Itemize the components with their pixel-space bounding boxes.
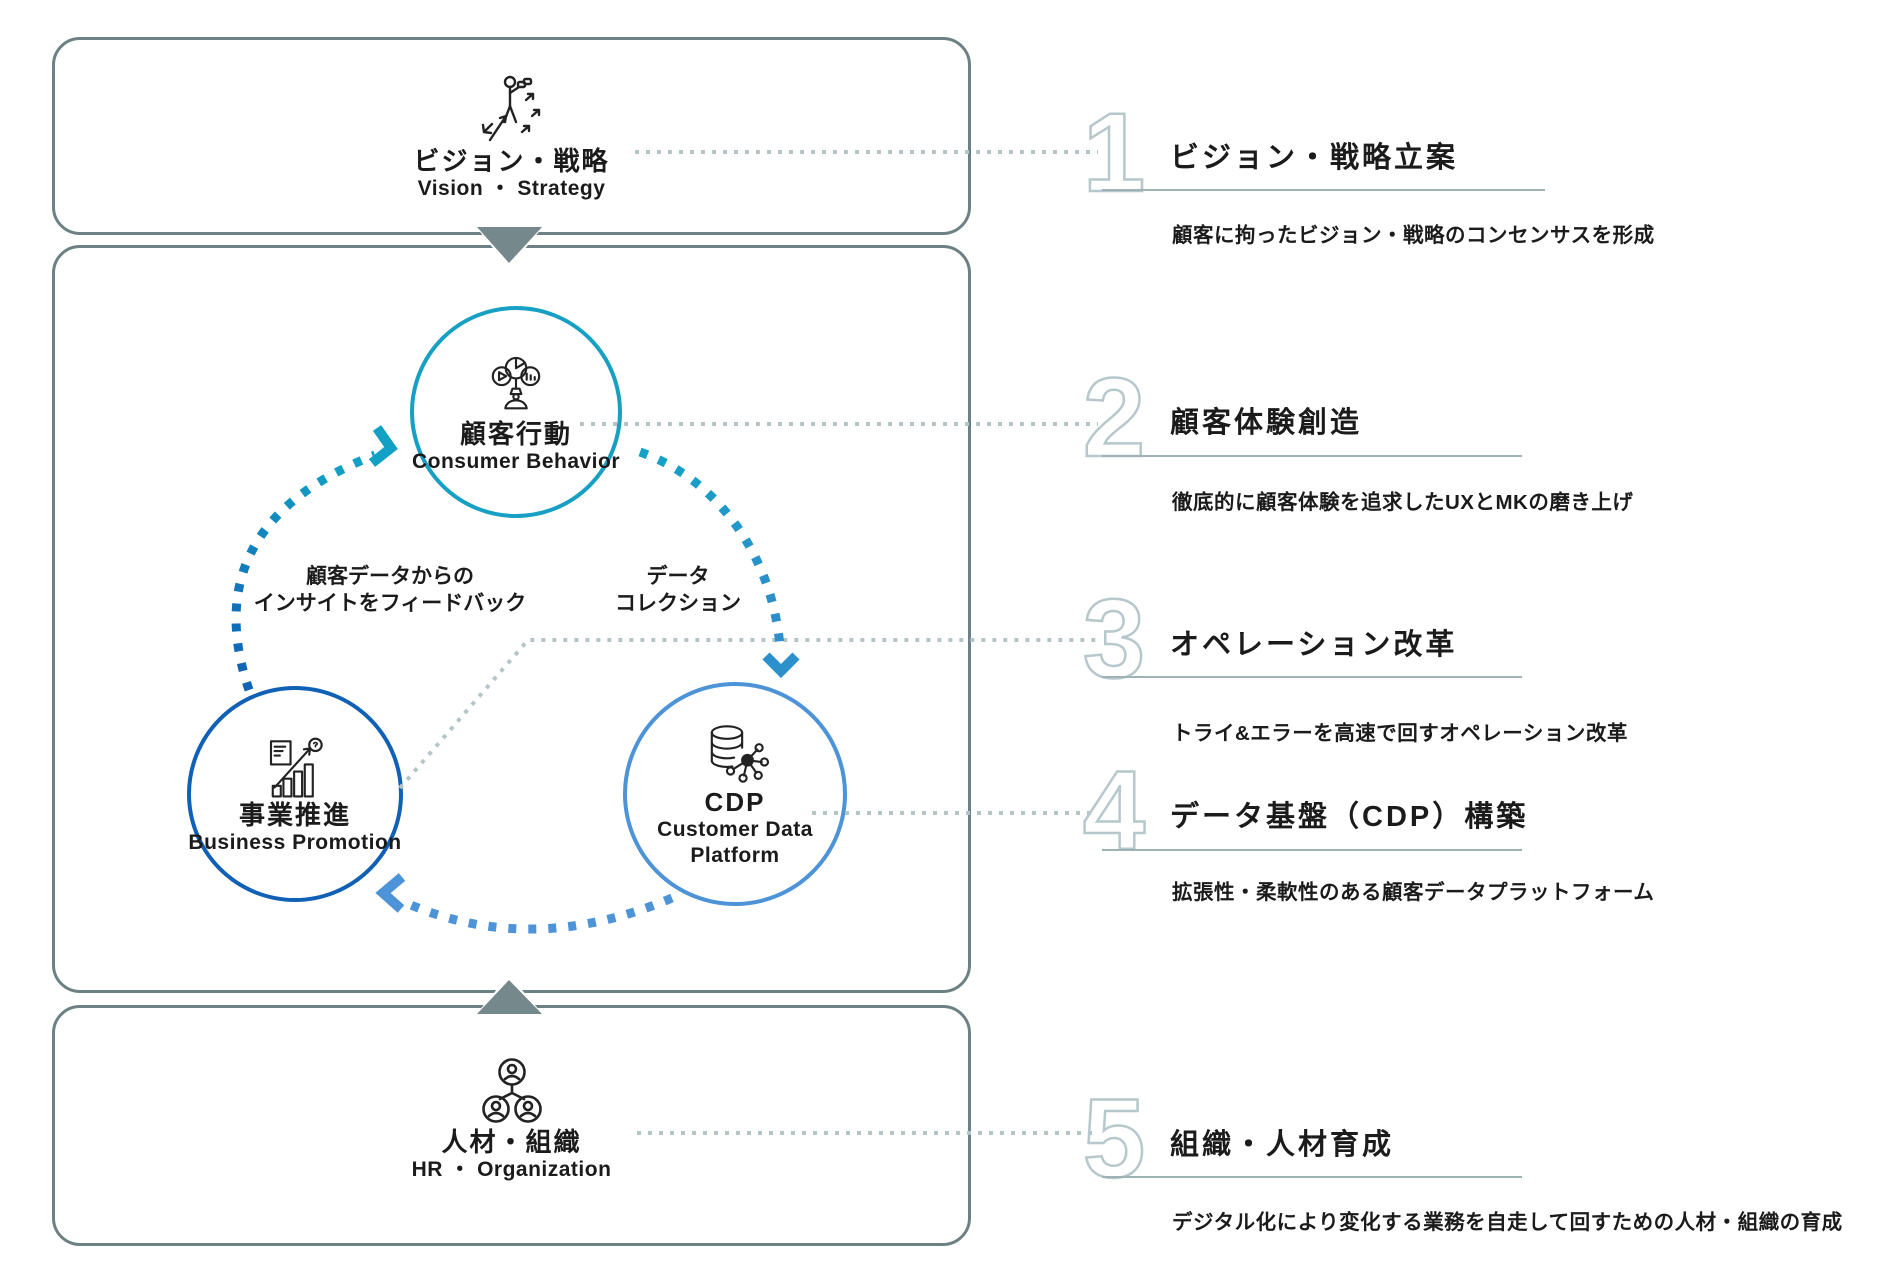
database-network-icon (700, 721, 770, 787)
business-promotion-label-en: Business Promotion (188, 831, 402, 854)
growth-chart-document-icon (260, 736, 330, 800)
step-5-description: デジタル化により変化する業務を自走して回すための人材・組織の育成 (1172, 1211, 1843, 1234)
step-3-number: 3 (1082, 576, 1147, 701)
cdp-label-line3: Platform (690, 844, 780, 867)
step-4-number: 4 (1082, 748, 1147, 873)
consumer-behavior-circle: 顧客行動 Consumer Behavior (410, 306, 622, 518)
step-1-description: 顧客に拘ったビジョン・戦略のコンセンサスを形成 (1172, 224, 1655, 247)
vision-strategy-label-en: Vision ・ Strategy (417, 177, 606, 200)
step-3-underline (1102, 676, 1522, 678)
step-5-underline (1102, 1176, 1522, 1178)
step-4-description: 拡張性・柔軟性のある顧客データプラットフォーム (1172, 881, 1655, 904)
vision-strategy-content: ビジョン・戦略 Vision ・ Strategy (52, 40, 971, 232)
business-promotion-label-jp: 事業推進 (238, 800, 351, 830)
feedback-arc-label: 顧客データからの インサイトをフィードバック (253, 565, 527, 615)
hr-organization-label-en: HR ・ Organization (411, 1158, 612, 1181)
vision-strategy-box (52, 37, 971, 235)
business-promotion-circle: 事業推進 Business Promotion (187, 686, 403, 902)
vision-strategy-label-jp: ビジョン・戦略 (413, 146, 610, 176)
step-1-title: ビジョン・戦略立案 (1170, 142, 1459, 174)
step-3-description: トライ&エラーを高速で回すオペレーション改革 (1172, 722, 1628, 745)
step-2-title: 顧客体験創造 (1170, 407, 1363, 439)
hr-organization-content: 人材・組織 HR ・ Organization (52, 1015, 971, 1225)
step-2-number: 2 (1082, 355, 1147, 480)
consumer-behavior-label-jp: 顧客行動 (459, 419, 572, 449)
step-5-number: 5 (1082, 1076, 1147, 1201)
step-2-underline (1102, 455, 1522, 457)
person-with-binoculars-on-rising-arrow-icon (476, 70, 548, 146)
cdp-circle: CDP Customer Data Platform (623, 682, 847, 906)
hr-organization-label-jp: 人材・組織 (441, 1127, 582, 1157)
data-collection-arc-label: データ コレクション (615, 565, 741, 615)
step-4-underline (1102, 849, 1522, 851)
step-2-description: 徹底的に顧客体験を追求したUXとMKの磨き上げ (1172, 491, 1634, 514)
org-chart-people-icon (473, 1057, 551, 1127)
hr-organization-box (52, 1005, 971, 1246)
cdp-label-line1: CDP (704, 787, 766, 817)
step-4-title: データ基盤（CDP）構築 (1170, 801, 1529, 833)
step-1-number: 1 (1082, 90, 1147, 215)
step-1-underline (1102, 189, 1545, 191)
step-5-title: 組織・人材育成 (1170, 1129, 1395, 1161)
cdp-label-line2: Customer Data (657, 818, 813, 841)
consumer-behavior-label-en: Consumer Behavior (411, 450, 621, 473)
step-3-title: オペレーション改革 (1170, 629, 1458, 661)
media-audience-icon (480, 353, 552, 419)
